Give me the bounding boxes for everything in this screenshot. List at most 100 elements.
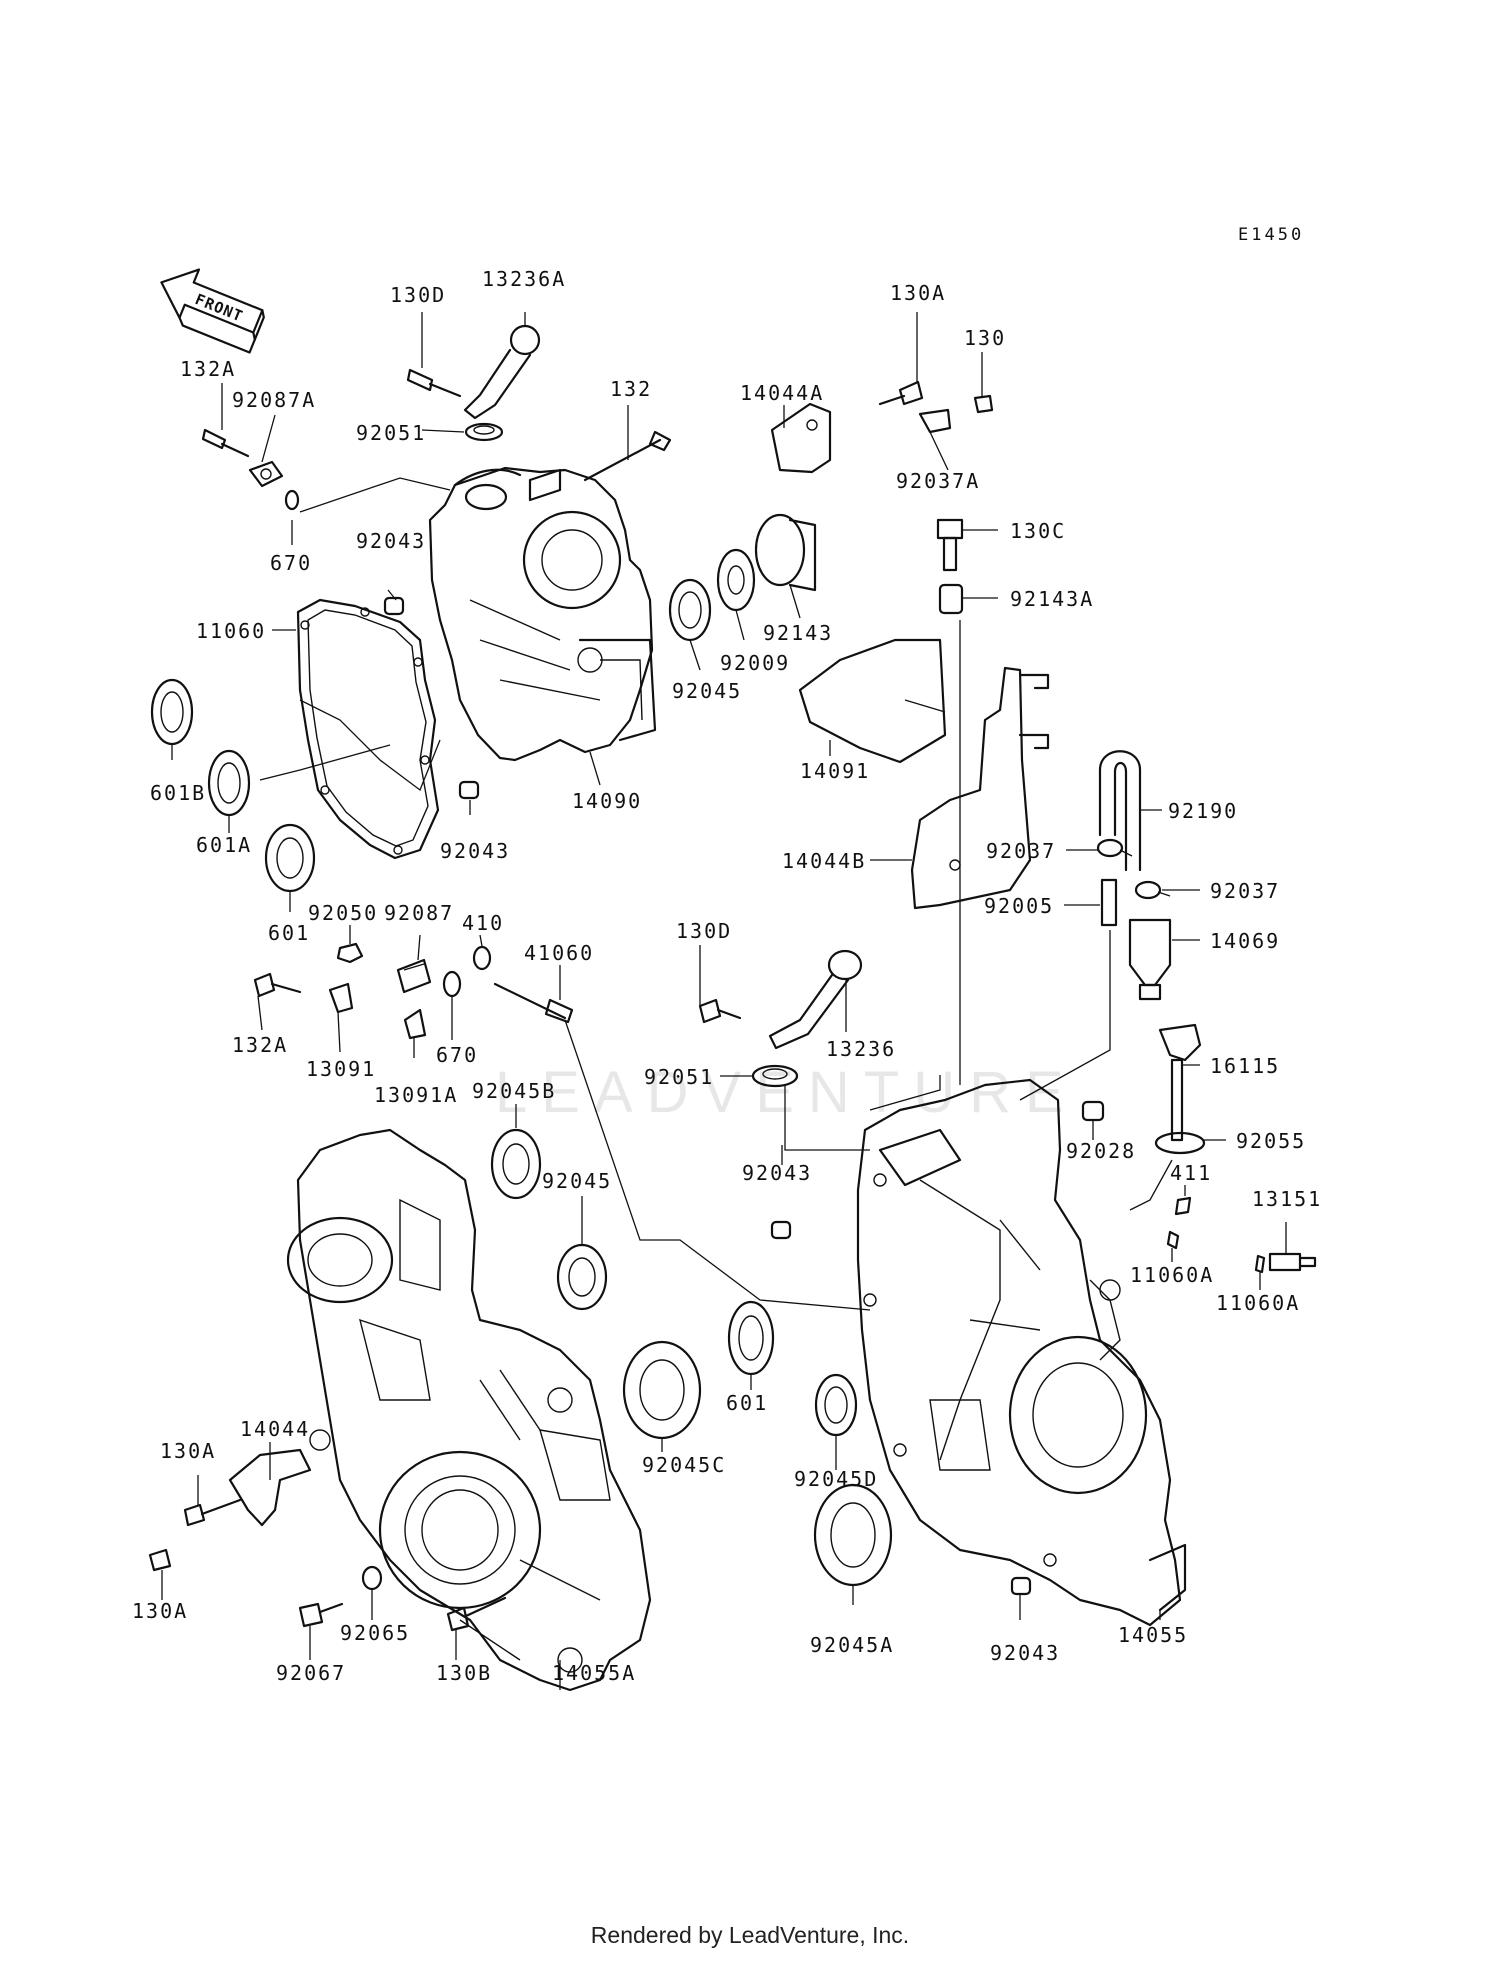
washer-92065 xyxy=(361,1565,383,1591)
label-92051-top: 92051 xyxy=(356,421,426,445)
label-14091: 14091 xyxy=(800,759,870,783)
oring-92055 xyxy=(1154,1131,1206,1155)
label-130C: 130C xyxy=(1010,519,1066,543)
label-92005: 92005 xyxy=(984,894,1054,918)
label-92028: 92028 xyxy=(1066,1139,1136,1163)
clip-11060A-a xyxy=(1166,1230,1180,1250)
diagram-code: E1450 xyxy=(1238,225,1304,245)
hose-92190 xyxy=(1098,750,1142,872)
label-132: 132 xyxy=(610,377,652,401)
cover-14091 xyxy=(798,638,947,764)
label-92037-b: 92037 xyxy=(1210,879,1280,903)
label-92087A: 92087A xyxy=(232,388,316,412)
label-670-top: 670 xyxy=(270,551,312,575)
bearing-92045-top xyxy=(668,578,712,642)
label-410: 410 xyxy=(462,911,504,935)
plate-92037A xyxy=(918,408,952,434)
case-cover-14090 xyxy=(428,466,657,762)
plate-92087A xyxy=(248,460,284,488)
plug-92087 xyxy=(396,958,432,994)
label-92051-mid: 92051 xyxy=(644,1065,714,1089)
arm-13236A xyxy=(463,324,541,420)
seal-92051-top xyxy=(464,422,504,442)
seal-92009 xyxy=(716,548,756,612)
clip-11060A-b xyxy=(1254,1254,1266,1274)
leader-lines xyxy=(161,312,1287,1690)
label-16115: 16115 xyxy=(1210,1054,1280,1078)
bolt-130A-top xyxy=(878,380,924,406)
pin-92043-a xyxy=(383,596,405,616)
label-13151: 13151 xyxy=(1252,1187,1322,1211)
label-92190: 92190 xyxy=(1168,799,1238,823)
label-41060: 41060 xyxy=(524,941,594,965)
label-13091: 13091 xyxy=(306,1057,376,1081)
bearing-601-mid xyxy=(727,1300,775,1376)
pin-92028 xyxy=(1081,1100,1105,1122)
label-130A-mid: 130A xyxy=(160,1439,216,1463)
switch-13151 xyxy=(1268,1252,1317,1272)
bolt-130A-mid xyxy=(183,1498,242,1527)
label-92050: 92050 xyxy=(308,901,378,925)
pin-92043-b xyxy=(458,780,480,800)
label-601B: 601B xyxy=(150,781,206,805)
bolt-130A-bot xyxy=(148,1548,172,1572)
label-92055: 92055 xyxy=(1236,1129,1306,1153)
front-arrow-label: FRONT xyxy=(193,290,246,325)
label-14055A: 14055A xyxy=(552,1661,636,1685)
label-11060A-a: 11060A xyxy=(1130,1263,1214,1287)
label-14090: 14090 xyxy=(572,789,642,813)
bearing-601B xyxy=(150,678,194,746)
label-130D-top: 130D xyxy=(390,283,446,307)
oring-670-mid xyxy=(442,970,462,998)
clamp-92037-b xyxy=(1134,880,1171,900)
label-14069: 14069 xyxy=(1210,929,1280,953)
bearing-92045D xyxy=(814,1373,858,1437)
bolt-130 xyxy=(973,394,994,414)
label-14055: 14055 xyxy=(1118,1623,1188,1647)
footer-credit: Rendered by LeadVenture, Inc. xyxy=(590,1922,910,1948)
bearing-92045-mid xyxy=(556,1243,608,1311)
bracket-14044 xyxy=(228,1448,312,1527)
label-92037-a: 92037 xyxy=(986,839,1056,863)
dipstick-16115 xyxy=(1158,1023,1202,1142)
bolt-130C xyxy=(936,518,964,572)
shaft-41060 xyxy=(493,982,574,1024)
label-11060: 11060 xyxy=(196,619,266,643)
label-92043-b: 92043 xyxy=(440,839,510,863)
label-130A-bot: 130A xyxy=(132,1599,188,1623)
bracket-14044B xyxy=(910,666,1050,910)
label-92043-a: 92043 xyxy=(356,529,426,553)
pin-92043-c xyxy=(770,1220,792,1240)
label-13236A: 13236A xyxy=(482,267,566,291)
label-92043-c: 92043 xyxy=(742,1161,812,1185)
seal-92051-mid xyxy=(751,1064,799,1088)
nut-92050 xyxy=(336,942,364,964)
bearing-92045C xyxy=(622,1340,702,1440)
fitting-92005 xyxy=(1100,878,1118,927)
bearing-601-left xyxy=(264,823,316,893)
ring-411 xyxy=(1174,1196,1192,1216)
label-92067: 92067 xyxy=(276,1661,346,1685)
bolt-132 xyxy=(583,430,672,482)
bracket-14044A xyxy=(770,402,832,474)
label-92009: 92009 xyxy=(720,651,790,675)
clamp-92037-a xyxy=(1096,838,1133,858)
label-601A: 601A xyxy=(196,833,252,857)
bearing-92045A xyxy=(813,1483,893,1587)
bolt-130B xyxy=(446,1596,507,1632)
label-92045D: 92045D xyxy=(794,1467,878,1491)
collar-92143 xyxy=(754,513,817,592)
label-14044A: 14044A xyxy=(740,381,824,405)
label-92037A: 92037A xyxy=(896,469,980,493)
label-92143: 92143 xyxy=(763,621,833,645)
filter-14069 xyxy=(1128,918,1172,1001)
front-arrow: FRONT xyxy=(160,268,265,354)
crankcase-14055 xyxy=(856,1078,1187,1627)
bearing-601A xyxy=(207,749,251,817)
arm-13236 xyxy=(768,949,863,1050)
crankcase-14055A xyxy=(286,1128,652,1692)
pin-92043-d xyxy=(1010,1576,1032,1596)
label-130D-mid: 130D xyxy=(676,919,732,943)
label-92045A: 92045A xyxy=(810,1633,894,1657)
